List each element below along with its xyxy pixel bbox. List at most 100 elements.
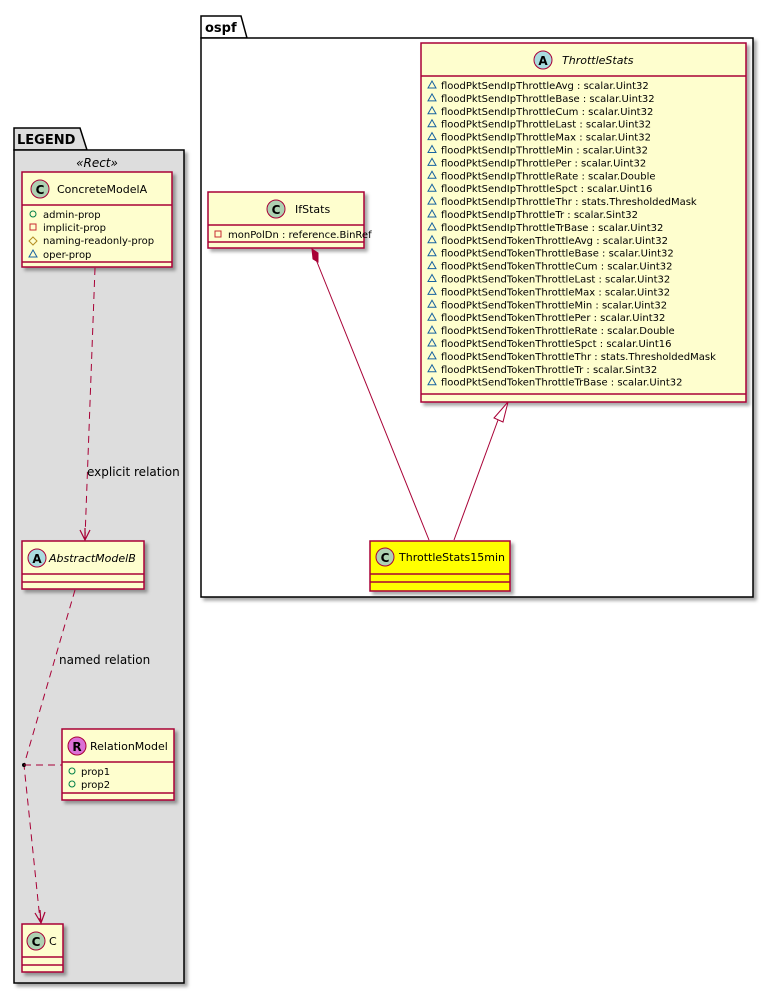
explicit-relation-label: explicit relation	[87, 465, 180, 479]
class-name: ConcreteModelA	[57, 183, 148, 196]
private-visibility-icon	[214, 230, 222, 238]
package-visibility-icon	[427, 260, 437, 270]
package-visibility-icon	[427, 376, 437, 386]
package-visibility-icon	[427, 92, 437, 102]
composition-diamond-icon	[311, 247, 319, 263]
class-letter: R	[72, 740, 81, 754]
inheritance-triangle-icon	[493, 401, 509, 423]
public-visibility-icon	[68, 780, 76, 788]
package-visibility-icon	[427, 131, 437, 141]
attribute: oper-prop	[43, 250, 91, 261]
attribute: floodPktSendTokenThrottleRate : scalar.D…	[441, 326, 675, 337]
class-c[interactable]: C C	[21, 923, 64, 973]
named-relation-label: named relation	[59, 653, 150, 667]
package-visibility-icon	[28, 248, 38, 258]
attribute: floodPktSendIpThrottleLast : scalar.Uint…	[441, 120, 651, 131]
package-visibility-icon	[427, 247, 437, 257]
package-visibility-icon	[427, 118, 437, 128]
attribute: floodPktSendIpThrottleTr : scalar.Sint32	[441, 210, 638, 221]
generalization-edge	[453, 401, 509, 541]
package-visibility-icon	[427, 105, 437, 115]
class-letter: C	[272, 203, 281, 217]
class-concrete-model-a[interactable]: C ConcreteModelA admin-prop implicit-pro…	[21, 171, 173, 268]
package-visibility-icon	[427, 234, 437, 244]
package-visibility-icon	[427, 350, 437, 360]
class-letter: A	[32, 552, 42, 566]
named-relation-edge: named relation	[22, 589, 150, 925]
class-name: ThrottleStats15min	[398, 551, 505, 564]
package-visibility-icon	[427, 208, 437, 218]
package-visibility-icon	[427, 299, 437, 308]
package-visibility-icon	[427, 363, 437, 373]
package-visibility-icon	[427, 144, 437, 153]
attribute: floodPktSendTokenThrottleSpct : scalar.U…	[441, 339, 672, 350]
attr-list: floodPktSendIpThrottleAvg : scalar.Uint3…	[427, 79, 716, 389]
attribute: floodPktSendTokenThrottleCum : scalar.Ui…	[441, 262, 672, 273]
class-c-icon	[266, 199, 286, 219]
attribute: floodPktSendIpThrottleThr : stats.Thresh…	[441, 197, 697, 208]
attribute: floodPktSendTokenThrottleAvg : scalar.Ui…	[441, 236, 668, 247]
arrowhead-icon	[79, 528, 91, 542]
attr-list: admin-prop implicit-prop naming-readonly…	[28, 210, 154, 261]
package-visibility-icon	[427, 286, 437, 295]
composition-edge	[311, 247, 430, 541]
class-a-icon	[27, 548, 47, 568]
class-name: C	[49, 935, 57, 948]
package-visibility-icon	[427, 157, 437, 166]
attribute: floodPktSendTokenThrottleMax : scalar.Ui…	[441, 287, 670, 298]
class-throttlestats[interactable]: A ThrottleStats floodPktSendIpThrottleAv…	[420, 42, 747, 403]
package-visibility-icon	[427, 312, 437, 321]
attribute: floodPktSendIpThrottlePer : scalar.Uint3…	[441, 158, 646, 169]
class-c-icon	[30, 179, 50, 199]
class-box	[21, 171, 173, 268]
class-name: ThrottleStats	[562, 54, 634, 67]
attribute: floodPktSendIpThrottleMax : scalar.Uint3…	[441, 133, 651, 144]
legend-stereotype: «Rect»	[76, 156, 118, 170]
ospf-package-title: ospf	[205, 21, 237, 36]
public-visibility-icon	[29, 210, 37, 218]
package-visibility-icon	[427, 221, 437, 231]
class-name: IfStats	[295, 203, 330, 216]
class-abstract-model-b[interactable]: A AbstractModelB	[21, 540, 145, 590]
class-name: RelationModel	[90, 740, 168, 753]
attribute: implicit-prop	[43, 223, 106, 234]
explicit-relation-edge: explicit relation	[79, 267, 180, 542]
attribute: prop1	[81, 767, 110, 778]
package-visibility-icon	[427, 183, 437, 192]
package-visibility-icon	[427, 79, 437, 89]
package-visibility-icon	[427, 273, 437, 282]
package-visibility-icon	[427, 170, 437, 179]
class-a-icon	[533, 50, 553, 70]
attribute: floodPktSendTokenThrottleLast : scalar.U…	[441, 275, 670, 286]
attribute: floodPktSendIpThrottleSpct : scalar.Uint…	[441, 184, 652, 195]
class-letter: A	[538, 54, 548, 68]
class-relation-model[interactable]: R RelationModel prop1 prop2	[61, 728, 175, 801]
package-visibility-icon	[427, 196, 437, 205]
arrowhead-icon	[34, 909, 46, 925]
attribute: floodPktSendTokenThrottlePer : scalar.Ui…	[441, 313, 665, 324]
class-throttlestats15min[interactable]: C ThrottleStats15min	[369, 540, 511, 592]
attribute: floodPktSendTokenThrottleTrBase : scalar…	[441, 378, 683, 389]
attribute: floodPktSendTokenThrottleMin : scalar.Ui…	[441, 300, 667, 311]
attribute: prop2	[81, 780, 110, 791]
package-visibility-icon	[427, 325, 437, 334]
attribute: admin-prop	[43, 210, 101, 221]
class-r-icon	[67, 736, 87, 756]
attribute: floodPktSendTokenThrottleTr : scalar.Sin…	[441, 365, 657, 376]
legend-package-title: LEGEND	[17, 133, 76, 148]
attribute: naming-readonly-prop	[43, 236, 154, 247]
private-visibility-icon	[29, 223, 37, 231]
public-visibility-icon	[68, 767, 76, 775]
class-c-icon	[26, 931, 46, 951]
attribute: floodPktSendIpThrottleAvg : scalar.Uint3…	[441, 81, 649, 92]
attribute: floodPktSendIpThrottleCum : scalar.Uint3…	[441, 107, 653, 118]
class-name: AbstractModelB	[48, 552, 136, 565]
class-letter: C	[36, 183, 45, 197]
class-letter: C	[32, 935, 41, 949]
class-c-icon	[375, 547, 395, 567]
package-visibility-icon	[427, 337, 437, 347]
attribute: floodPktSendIpThrottleRate : scalar.Doub…	[441, 171, 656, 182]
class-letter: C	[381, 551, 390, 565]
class-ifstats[interactable]: C IfStats monPolDn : reference.BinRef	[207, 191, 372, 249]
